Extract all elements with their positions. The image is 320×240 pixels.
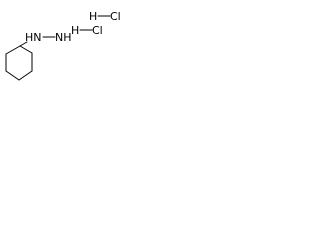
- hydrazine-nh-label-2: NH: [55, 31, 72, 44]
- ring-bond-4: [5, 70, 20, 81]
- hcl-2-chlorine-label: Cl: [92, 24, 103, 37]
- cyclohexane-ring: [5, 45, 33, 81]
- ring-bond-1: [19, 45, 33, 54]
- hcl-molecule-1: H Cl: [89, 10, 121, 23]
- chemical-structure: HN NH H Cl H Cl: [5, 10, 121, 81]
- hydrazine-nh-label-1: HN: [25, 31, 42, 44]
- hcl-molecule-2: H Cl: [71, 24, 103, 37]
- hcl-1-chlorine-label: Cl: [110, 10, 121, 23]
- hcl-2-hydrogen-label: H: [71, 24, 79, 37]
- ring-bond-3: [18, 70, 33, 81]
- hcl-1-hydrogen-label: H: [89, 10, 97, 23]
- ring-to-nitrogen-bond: [19, 41, 28, 47]
- ring-bond-6: [5, 45, 21, 55]
